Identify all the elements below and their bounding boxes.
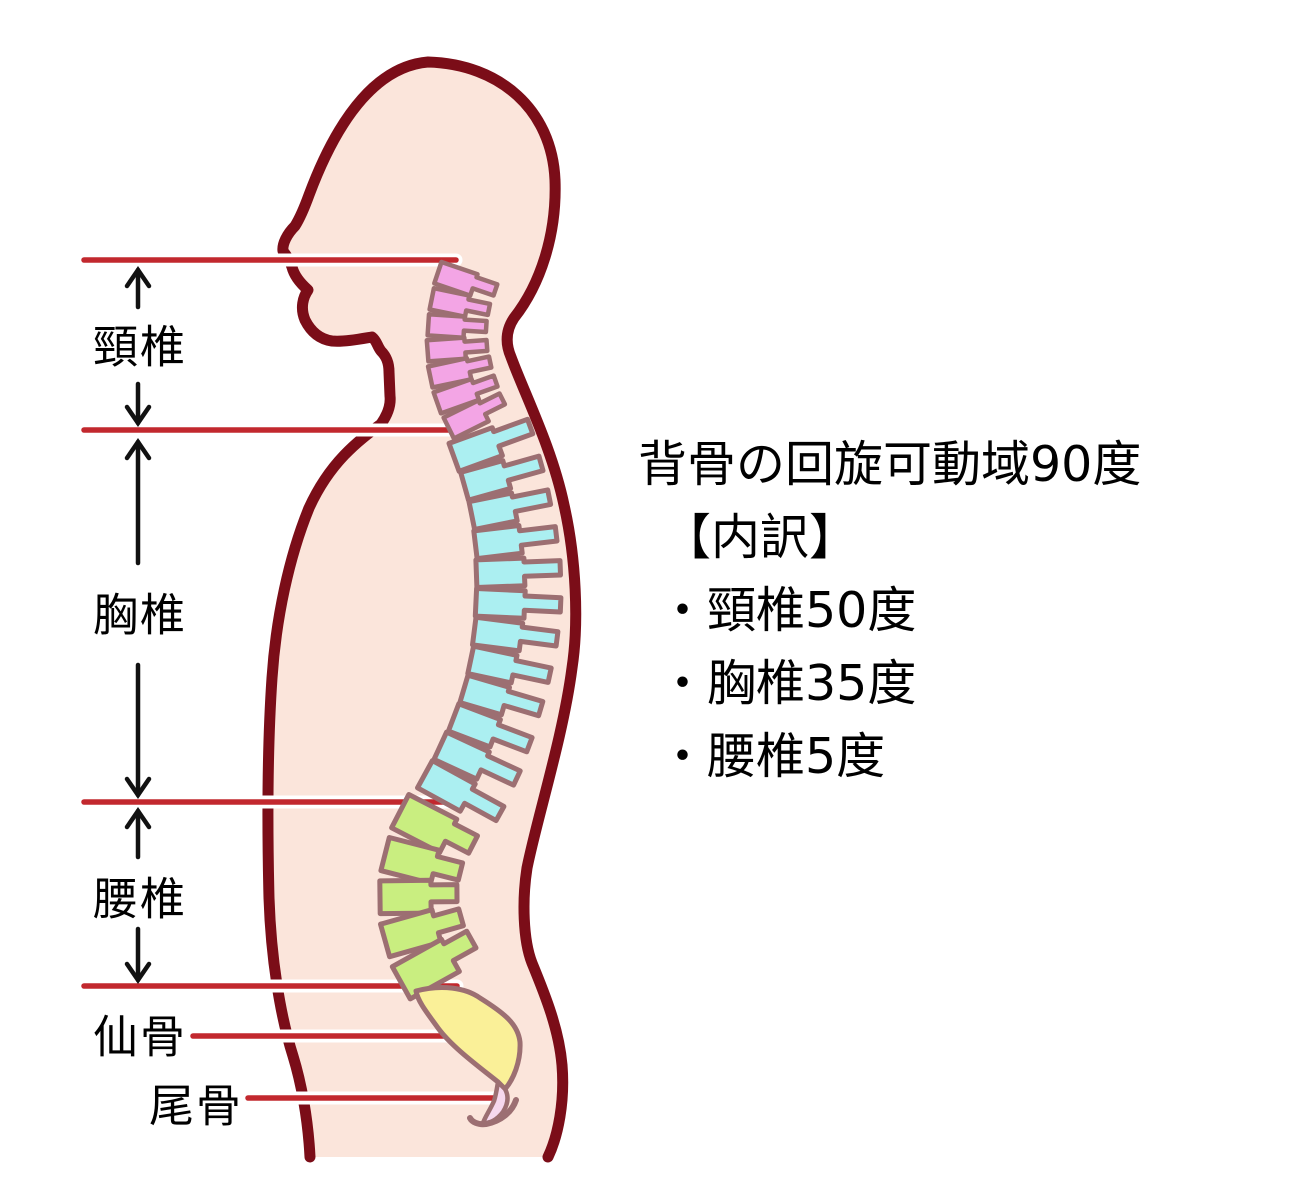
thoracic-spine [415,416,564,824]
vertebra [425,312,489,341]
vertebra [377,877,460,917]
vertebra [466,487,554,532]
info-item-cervical: ・頸椎50度 [658,582,917,639]
sacrum-bone [413,984,523,1092]
vertebra [446,416,536,474]
info-item-lumbar: ・腰椎5度 [658,728,886,785]
vertebra [427,285,493,319]
info-heading: 【内訳】 [662,509,859,566]
label-thoracic: 胸椎 [92,588,188,642]
cervical-spine [424,259,508,441]
vertebra [431,729,523,788]
vertebra [458,453,546,503]
vertebra [465,643,554,686]
guide-lines [77,253,510,1105]
vertebra [378,835,466,886]
lumbar-arrow-up [124,807,152,860]
vertebra [415,758,507,824]
vertebra [441,391,508,441]
body-silhouette-outline [262,56,582,1163]
guide-line-reds [81,257,506,1101]
label-lumbar: 腰椎 [92,872,188,926]
label-cervical: 頸椎 [92,320,188,374]
info-panel: 背骨の回旋可動域90度 【内訳】 ・頸椎50度 ・胸椎35度 ・腰椎5度 [638,428,1141,793]
thoracic-arrow-up [124,438,152,566]
label-coccyx: 尾骨 [148,1079,244,1133]
vertebra [389,792,480,856]
cervical-arrow-down [124,381,152,427]
thoracic-arrow-down [124,662,152,799]
info-item-thoracic: ・胸椎35度 [658,655,917,712]
vertebra [445,701,535,755]
range-arrows [124,266,152,984]
vertebra [431,373,500,416]
cervical-arrow-up [124,266,152,310]
label-sacrum: 仙骨 [92,1010,188,1064]
vertebra [425,354,494,390]
vertebra [424,335,490,364]
vertebra [378,906,466,960]
lumbar-arrow-down [124,926,152,984]
vertebra [457,672,546,719]
coccyx-tip-hook [467,1097,519,1128]
vertebra [432,259,500,298]
info-title: 背骨の回旋可動域90度 [638,436,1142,493]
